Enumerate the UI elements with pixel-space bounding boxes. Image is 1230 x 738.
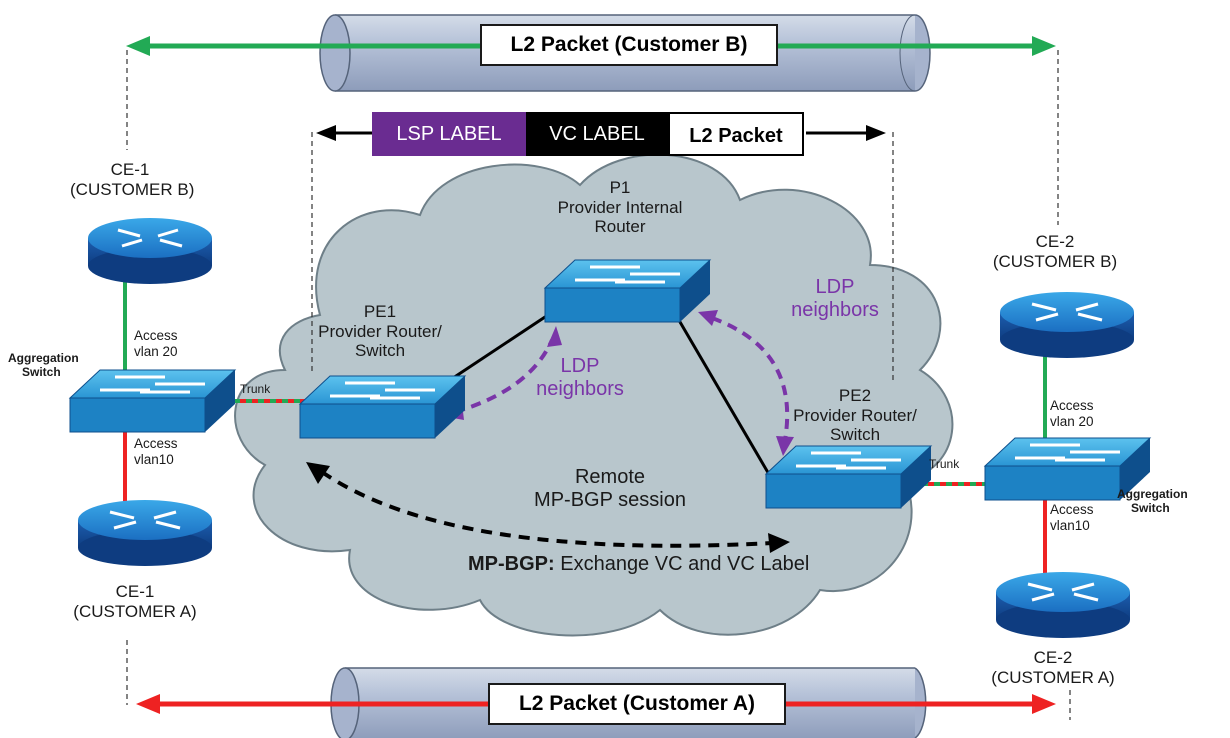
label-ce2-b-line2: (CUSTOMER B) (992, 251, 1118, 271)
label-ce1-a: CE-1 (CUSTOMER A) (70, 582, 200, 621)
label-agg-left: Aggregation Switch (8, 351, 79, 380)
switch-pe2-icon (764, 445, 933, 509)
label-pe2-line3: Switch (829, 425, 881, 445)
label-bgp-session: Remote MP-BGP session (505, 466, 715, 512)
label-agg-right: Aggregation Switch (1117, 487, 1188, 516)
label-access-left-top-line2: vlan 20 (134, 343, 178, 359)
label-pe2-line2: Provider Router/ (793, 405, 917, 425)
label-pe1-line1: PE1 (363, 302, 397, 321)
label-access-right-bottom-line1: Access (1050, 502, 1094, 517)
label-ldp-right-line1: LDP (815, 276, 855, 298)
router-ce1-a-icon (78, 500, 212, 566)
label-access-right-top-line1: Access (1050, 398, 1094, 413)
switch-p1-icon (543, 259, 712, 323)
label-pe2-line1: PE2 (838, 386, 872, 405)
label-access-left-top: Access vlan 20 (134, 328, 178, 359)
label-bgp-exchange-bold: MP-BGP: (468, 553, 555, 575)
label-agg-left-line1: Aggregation (8, 351, 79, 365)
bgp-arrow (306, 462, 790, 553)
label-pe1-line2: Provider Router/ (318, 321, 442, 341)
router-ce2-b-icon (1000, 292, 1134, 358)
switch-agg-left-icon (68, 369, 237, 433)
label-ce2-a-line2: (CUSTOMER A) (991, 667, 1115, 687)
label-ce1-a-line1: CE-1 (115, 582, 155, 601)
label-bgp-exchange: MP-BGP: Exchange VC and VC Label (468, 553, 809, 576)
switch-agg-right-icon (983, 437, 1152, 501)
label-ldp-left-line1: LDP (560, 355, 600, 377)
label-bgp-session-line1: Remote (574, 466, 646, 488)
label-access-left-bottom-line1: Access (134, 436, 178, 451)
label-agg-left-line2: Switch (22, 364, 61, 379)
label-ce1-b: CE-1 (CUSTOMER B) (70, 160, 195, 199)
ldp-arrow-right (698, 310, 794, 456)
label-p1-line3: Router (594, 217, 646, 237)
tunnel-label-customer-b: L2 Packet (Customer B) (480, 24, 778, 66)
header-arrows (316, 125, 886, 141)
label-ce2-b-line1: CE-2 (1035, 232, 1075, 251)
label-access-right-bottom: Access vlan10 (1050, 502, 1094, 533)
link-p1-pe2 (671, 309, 772, 477)
label-pe1: PE1 Provider Router/ Switch (315, 302, 445, 361)
header-lsp-label: LSP LABEL (372, 112, 526, 156)
label-access-right-bottom-line2: vlan10 (1050, 517, 1090, 533)
label-agg-right-line1: Aggregation (1117, 487, 1188, 501)
router-ce1-b-icon (88, 218, 212, 284)
router-ce2-a-icon (996, 572, 1130, 638)
label-pe2: PE2 Provider Router/ Switch (790, 386, 920, 445)
label-ldp-right-line2: neighbors (791, 299, 879, 321)
switch-pe1-icon (298, 375, 467, 439)
label-p1-line2: Provider Internal (557, 197, 683, 217)
label-ce1-a-line2: (CUSTOMER A) (73, 601, 197, 621)
link-pe1-p1 (449, 313, 549, 382)
label-bgp-session-line2: MP-BGP session (534, 489, 686, 511)
label-access-left-bottom-line2: vlan10 (134, 451, 174, 467)
label-ce2-a-line1: CE-2 (1033, 648, 1073, 667)
label-ldp-left-line2: neighbors (536, 378, 624, 400)
label-access-left-top-line1: Access (134, 328, 178, 343)
label-p1-line1: P1 (609, 178, 631, 197)
label-ldp-right: LDP neighbors (780, 276, 890, 322)
label-trunk-left: Trunk (240, 382, 271, 396)
tunnel-label-customer-a: L2 Packet (Customer A) (488, 683, 786, 725)
label-access-left-bottom: Access vlan10 (134, 436, 178, 467)
label-trunk-right: Trunk (929, 457, 960, 471)
label-ce1-b-line1: CE-1 (110, 160, 150, 179)
label-ldp-left: LDP neighbors (525, 355, 635, 401)
label-access-right-top-line2: vlan 20 (1050, 413, 1094, 429)
label-access-right-top: Access vlan 20 (1050, 398, 1094, 429)
label-p1: P1 Provider Internal Router (545, 178, 695, 237)
label-bgp-exchange-text: Exchange VC and VC Label (554, 553, 810, 575)
label-pe1-line3: Switch (354, 341, 406, 361)
label-agg-right-line2: Switch (1131, 500, 1170, 515)
label-ce2-b: CE-2 (CUSTOMER B) (980, 232, 1130, 271)
label-ce1-b-line2: (CUSTOMER B) (70, 179, 195, 199)
header-vc-label: VC LABEL (526, 112, 668, 156)
guide-lines (126, 50, 1071, 720)
header-l2-packet: L2 Packet (668, 112, 804, 156)
label-ce2-a: CE-2 (CUSTOMER A) (978, 648, 1128, 687)
